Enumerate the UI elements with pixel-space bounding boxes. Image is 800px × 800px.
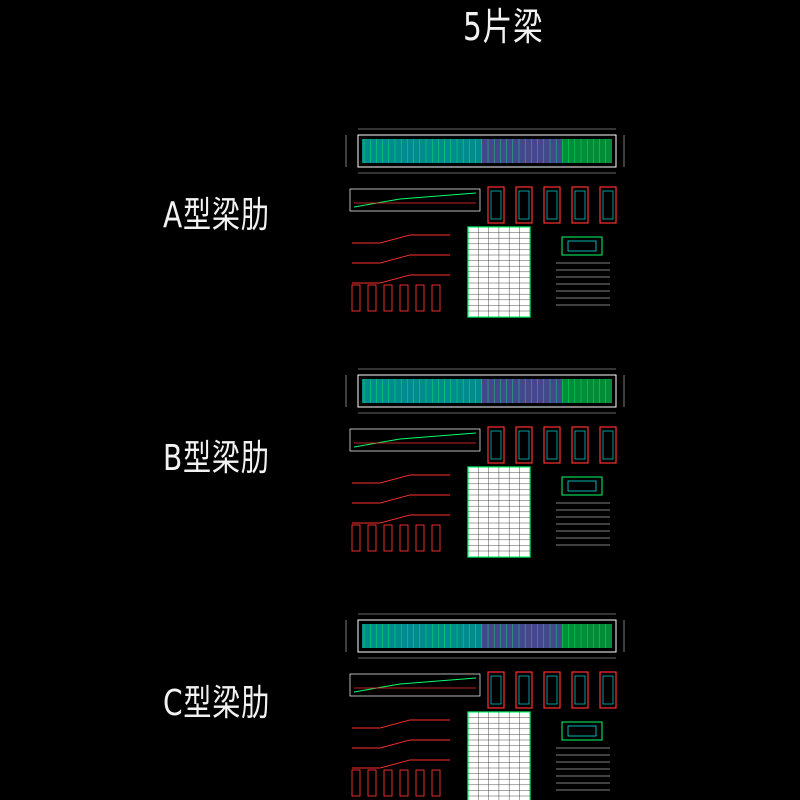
stirrup-shape [367,769,377,797]
beam-elevation-rebar-cyan [362,379,482,403]
cross-section-outline [515,671,533,709]
stirrup-shape [431,769,441,797]
sheet-c-label: C型梁肋 [163,683,270,724]
beam-elevation-rebar-blue [482,624,562,648]
cross-section-rebar [574,675,586,705]
rebar-bending-shape [352,719,450,729]
cross-section-outline [571,671,589,709]
stirrup-shape [383,284,393,312]
stirrup-shape [415,524,425,552]
cross-section-rebar [518,675,530,705]
detail-section-rebar [567,240,597,252]
cross-section-rebar [518,190,530,220]
cross-section-rebar [574,430,586,460]
beam-elevation-frame [357,374,617,408]
cross-section-outline [515,186,533,224]
detail-section-rebar [567,480,597,492]
cross-section-rebar [490,430,502,460]
stirrup-shape [431,524,441,552]
stirrup-shape [383,769,393,797]
beam-elevation-rebar-blue [482,139,562,163]
stirrup-shape [351,284,361,312]
cross-section-outline [543,186,561,224]
stirrup-shape [367,524,377,552]
rebar-bending-shape [352,274,450,284]
cross-section-outline [571,186,589,224]
sheet-b-label: B型梁肋 [163,438,270,479]
stirrup-shape [399,284,409,312]
sheet-a-drawing [345,128,625,318]
rebar-bending-shape [352,494,450,504]
rebar-bending-shape [352,739,450,749]
cross-section-outline [515,426,533,464]
detail-section-frame [561,476,603,496]
cross-section-outline [571,426,589,464]
half-elevation-frame [349,673,481,697]
beam-elevation-rebar-blue [482,379,562,403]
stirrup-shape [399,769,409,797]
beam-elevation-frame [357,134,617,168]
cross-section-rebar [490,190,502,220]
rebar-bending-shape [352,759,450,769]
detail-section-frame [561,721,603,741]
half-elevation-frame [349,188,481,212]
sheet-a-label: A型梁肋 [163,195,270,236]
cross-section-outline [599,186,617,224]
cross-section-outline [487,426,505,464]
stirrup-shape [431,284,441,312]
stirrup-shape [383,524,393,552]
beam-elevation-rebar-cyan [362,624,482,648]
half-elevation-frame [349,428,481,452]
prestress-tendon-curve [353,192,477,208]
detail-section-rebar [567,725,597,737]
stirrup-shape [367,284,377,312]
rebar-bending-shape [352,514,450,524]
cross-section-rebar [602,430,614,460]
prestress-tendon-curve [353,432,477,448]
stirrup-shape [351,769,361,797]
sheet-c-drawing [345,613,625,800]
detail-section-frame [561,236,603,256]
cross-section-outline [599,426,617,464]
cross-section-rebar [490,675,502,705]
cross-section-rebar [546,190,558,220]
stirrup-shape [415,284,425,312]
stirrup-shape [415,769,425,797]
cross-section-rebar [546,430,558,460]
cross-section-outline [487,186,505,224]
rebar-bending-shape [352,234,450,244]
cross-section-outline [543,671,561,709]
cross-section-rebar [546,675,558,705]
cross-section-rebar [602,190,614,220]
cross-section-rebar [602,675,614,705]
sheet-b-drawing [345,368,625,558]
beam-elevation-rebar-cyan [362,139,482,163]
cross-section-outline [543,426,561,464]
cross-section-rebar [574,190,586,220]
cross-section-outline [487,671,505,709]
beam-elevation-frame [357,619,617,653]
rebar-bending-shape [352,474,450,484]
prestress-tendon-curve [353,677,477,693]
drawing-title: 5片梁 [463,5,544,49]
rebar-bending-shape [352,254,450,264]
cross-section-outline [599,671,617,709]
stirrup-shape [399,524,409,552]
cross-section-rebar [518,430,530,460]
stirrup-shape [351,524,361,552]
